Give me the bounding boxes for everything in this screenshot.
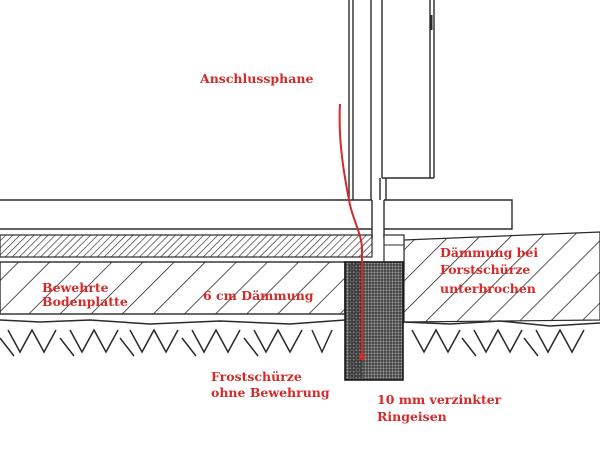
label-ringeisen-1: 10 mm verzinkter: [377, 392, 502, 407]
exterior-ground: [403, 231, 600, 323]
label-frostschuerze-2: ohne Bewehrung: [211, 385, 330, 400]
connection-rebar: [338, 103, 363, 356]
soil: [0, 319, 600, 357]
label-frostschuerze-1: Frostschürze: [211, 369, 302, 384]
label-daemmung-frost-3: unterbrochen: [440, 281, 536, 296]
label-anschlussphane: Anschlussphane: [200, 71, 314, 86]
label-bodenplatte-2: Bodenplatte: [42, 294, 128, 309]
label-bodenplatte-1: Bewehrte: [42, 280, 109, 295]
ring-rebar-dot: [359, 354, 365, 360]
wall-structure: [348, 0, 435, 200]
floor-top-layer: [0, 199, 513, 238]
label-daemmung-6cm: 6 cm Dämmung: [203, 288, 314, 303]
screed-layer: [0, 234, 373, 258]
label-daemmung-frost-1: Dämmung bei: [440, 245, 539, 260]
label-daemmung-frost-2: Forstschürze: [440, 262, 531, 277]
label-ringeisen-2: Ringeisen: [377, 409, 447, 424]
reinforced-slab: [0, 261, 346, 315]
